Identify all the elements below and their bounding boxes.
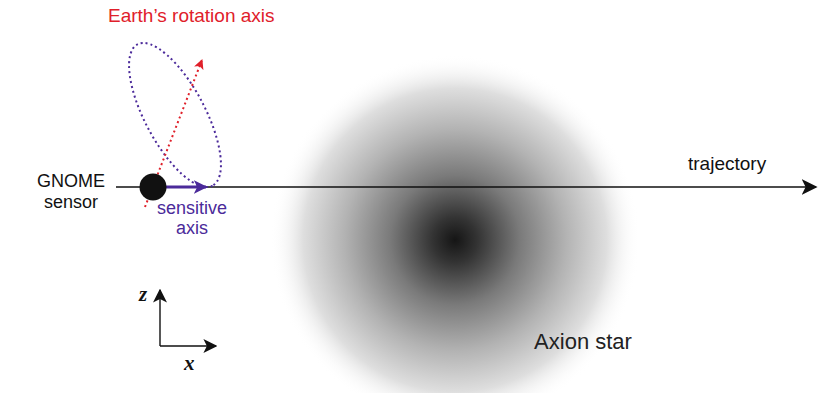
axis-label: sensitive axis (152, 198, 232, 238)
star-disc (270, 55, 640, 393)
sensor-dot (140, 174, 167, 201)
trajectory-label: trajectory (688, 153, 766, 175)
axis-label: Earth’s rotation axis (108, 5, 275, 27)
axis-letter: x (184, 352, 195, 374)
x-axis-arrow (160, 345, 216, 346)
sensor-node: GNOME sensor (32, 165, 172, 215)
node-label: GNOME sensor (32, 171, 110, 213)
node-label: Axion star (528, 331, 638, 352)
axion-star: Axion star (270, 55, 640, 393)
axis-letter: z (139, 283, 147, 305)
precession-ellipse (111, 30, 239, 199)
trajectory-line (116, 186, 816, 188)
sensitive-axis-arrow (165, 186, 206, 189)
z-axis-arrow (159, 290, 160, 346)
